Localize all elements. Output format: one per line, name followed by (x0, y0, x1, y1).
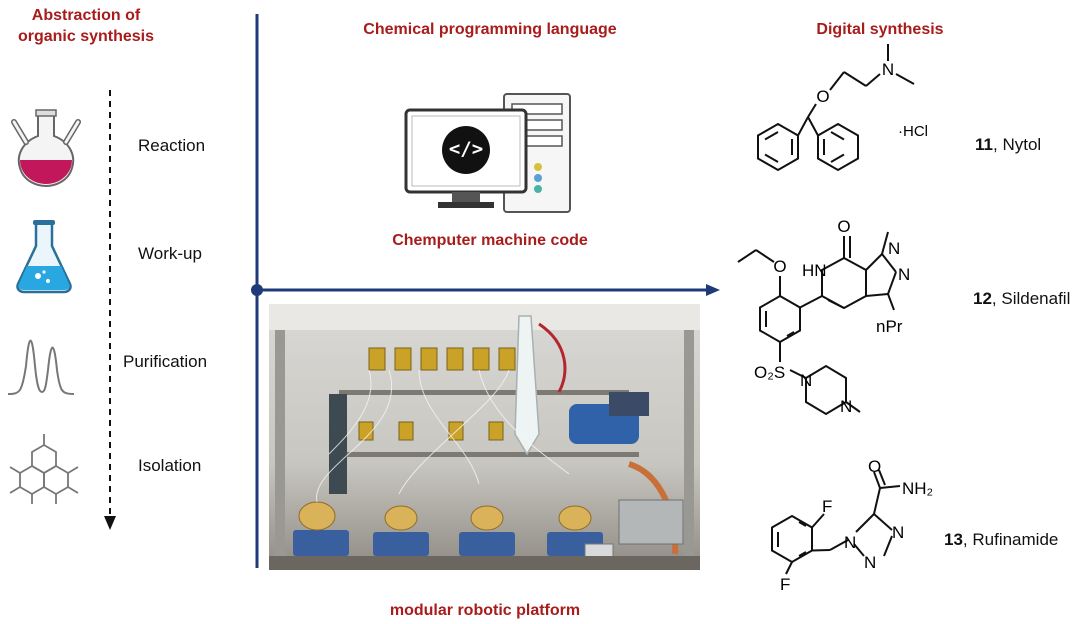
compound-number: 12 (973, 289, 992, 308)
atom-f: F (822, 497, 832, 516)
abstraction-heading: Abstraction of organic synthesis (17, 7, 155, 45)
structure-rufinamide: F F N N N O NH₂ (771, 457, 933, 594)
compound-name: Sildenafil (1001, 289, 1071, 308)
step-reaction: Reaction (138, 136, 206, 155)
atom-o: O (773, 257, 786, 276)
atom-o: O (816, 87, 829, 106)
code-icon: </> (448, 138, 484, 160)
atom-n: N (844, 533, 856, 552)
erlenmeyer-flask-icon (16, 220, 72, 294)
compound-number: 13 (944, 530, 963, 549)
atom-n: N (840, 397, 852, 416)
atom-n: N (892, 523, 904, 542)
compound-rufinamide: 13, Rufinamide (944, 530, 1059, 549)
language-heading: Chemical programming language (363, 21, 617, 38)
atom-o: O (837, 217, 850, 236)
robotic-platform-photo (269, 304, 700, 570)
atom-n: N (882, 60, 894, 79)
compound-sildenafil: 12, Sildenafil (973, 289, 1071, 308)
atom-f: F (780, 575, 790, 594)
step-purification: Purification (123, 352, 208, 371)
compound-nytol: 11, Nytol (975, 135, 1042, 154)
compound-name: Rufinamide (972, 530, 1059, 549)
compound-name: Nytol (1002, 135, 1042, 154)
atom-n: N (898, 265, 910, 284)
machine-code-label: Chemputer machine code (392, 232, 588, 249)
digital-heading: Digital synthesis (816, 21, 944, 38)
atom-n: N (800, 371, 812, 390)
computer-icon (404, 93, 571, 213)
atom-o: O (868, 457, 881, 476)
salt-label: ·HCl (898, 123, 928, 140)
amide-nh2: NH₂ (902, 479, 933, 498)
step-isolation: Isolation (138, 456, 202, 475)
crystal-molecule-icon (9, 434, 79, 504)
atom-hn: HN (802, 261, 827, 280)
step-work-up: Work-up (138, 244, 202, 263)
platform-label: modular robotic platform (389, 602, 581, 619)
structure-sildenafil: O O HN N N nPr O₂S N N (737, 217, 910, 416)
compound-number: 11 (975, 135, 993, 154)
chromatogram-peaks-icon (7, 339, 75, 395)
sulfonyl-group: O₂S (754, 363, 785, 382)
atom-n: N (888, 239, 900, 258)
round-bottom-flask-icon (11, 109, 81, 188)
atom-n: N (864, 553, 876, 572)
substituent-npr: nPr (876, 317, 903, 336)
structure-nytol: O N ·HCl (757, 44, 928, 172)
process-arrow (104, 90, 116, 530)
